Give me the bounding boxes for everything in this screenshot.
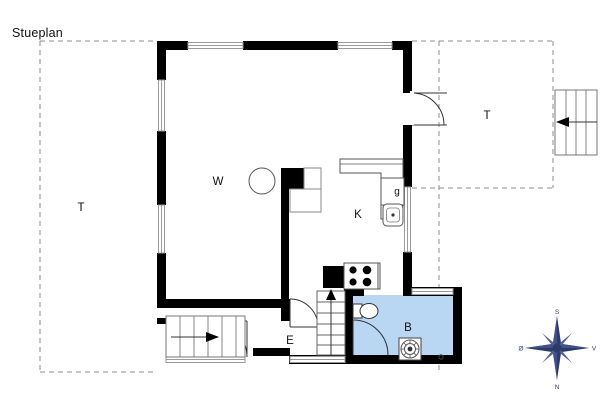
round-table — [248, 167, 276, 195]
door-entry-living — [289, 298, 319, 328]
window-entry-south — [289, 356, 346, 363]
window-north-2 — [337, 42, 393, 49]
stair-direction-arrow-west — [556, 117, 569, 127]
page-title: Stueplan — [12, 26, 63, 40]
floor-drain — [438, 354, 444, 360]
utility-closet — [380, 177, 405, 206]
exterior-stair-west — [165, 315, 246, 358]
entry-walls — [157, 299, 290, 356]
door-bathroom — [352, 319, 389, 356]
kitchen-fittings — [323, 158, 405, 290]
compass-label-west: Ø — [518, 346, 523, 353]
bathroom-walls — [289, 287, 462, 364]
window-west-2 — [158, 204, 165, 254]
window-east-1 — [404, 186, 411, 253]
bathroom-fittings — [352, 303, 444, 361]
exterior-stair-east — [554, 89, 598, 156]
compass-label-north: S — [555, 309, 560, 316]
window-north-1 — [187, 42, 244, 49]
window-bath-north — [411, 288, 454, 295]
compass-rose: S N Ø V — [518, 309, 596, 391]
stair-direction-arrow-east — [206, 332, 219, 342]
compass-label-south: N — [555, 384, 560, 391]
shower — [398, 337, 422, 361]
kitchen-sink — [382, 203, 404, 227]
living-fittings — [248, 167, 322, 213]
property-boundary — [39, 40, 554, 373]
toilet — [352, 303, 379, 319]
interior-stair — [316, 289, 346, 356]
windows — [158, 42, 454, 363]
interior-wall-living-kitchen — [281, 168, 289, 300]
window-west-1 — [158, 79, 165, 132]
stair-direction-arrow-up — [326, 289, 336, 300]
shelf-lower — [289, 188, 322, 213]
door-east-main — [410, 91, 447, 126]
shelf-upper — [303, 167, 322, 190]
wood-stove — [288, 168, 304, 189]
cooktop — [323, 262, 379, 290]
compass-label-east: V — [592, 346, 597, 353]
